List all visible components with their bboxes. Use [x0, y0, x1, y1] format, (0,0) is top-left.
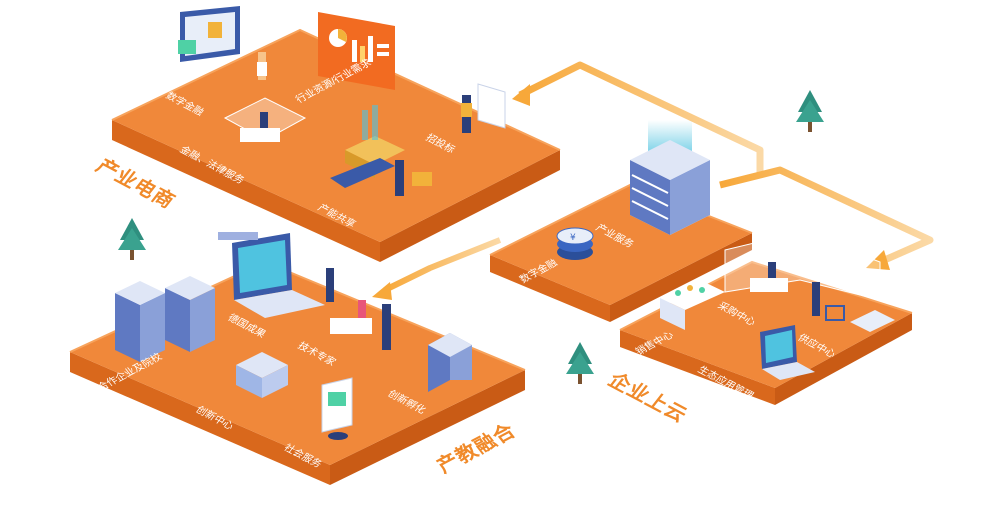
- tree-icon: [796, 90, 824, 132]
- arrow-to-cloud: [719, 166, 934, 266]
- server-tower: [630, 140, 710, 235]
- sign-board: [321, 377, 353, 440]
- platform-service-center: ¥: [489, 120, 753, 322]
- server-rack: [115, 276, 215, 362]
- person: [768, 262, 776, 278]
- platform-ecommerce: [111, 6, 561, 262]
- platform-cloud: [619, 231, 913, 405]
- document-stack-icon: [477, 83, 506, 129]
- box-icon: [412, 172, 432, 186]
- tree-icon: [118, 218, 146, 260]
- arrow-head-education: [372, 282, 392, 300]
- person: [395, 160, 404, 196]
- platform-top: [112, 30, 560, 242]
- person: [326, 268, 334, 302]
- factory-machine: [345, 136, 405, 165]
- desk: [330, 318, 372, 334]
- laptop: [760, 325, 815, 380]
- connector-arrows: [372, 61, 934, 300]
- laptop: [218, 232, 325, 318]
- product-shelf: [660, 280, 725, 330]
- tree-icon: [566, 342, 594, 384]
- person: [812, 282, 820, 316]
- person: [382, 304, 391, 350]
- office-building: [428, 333, 472, 392]
- platform-education: [69, 232, 526, 485]
- arrow-head-ecommerce: [512, 84, 530, 106]
- shopping-bag-icon: [208, 22, 222, 38]
- person: [260, 112, 268, 128]
- desk: [240, 128, 280, 142]
- person: [358, 300, 366, 318]
- coin-stack-icon: ¥: [556, 227, 594, 260]
- conveyor: [330, 158, 395, 188]
- svg-text:¥: ¥: [570, 233, 576, 243]
- desk: [750, 278, 788, 292]
- arrow-to-ecommerce: [518, 61, 764, 175]
- cube-icon: [236, 352, 288, 398]
- arrow-head-cloud: [866, 250, 890, 270]
- box-stack: [850, 310, 895, 332]
- arrow-to-education: [383, 237, 502, 293]
- cart-icon: [825, 305, 845, 321]
- platform-side: [112, 120, 380, 262]
- platform-side: [380, 150, 560, 262]
